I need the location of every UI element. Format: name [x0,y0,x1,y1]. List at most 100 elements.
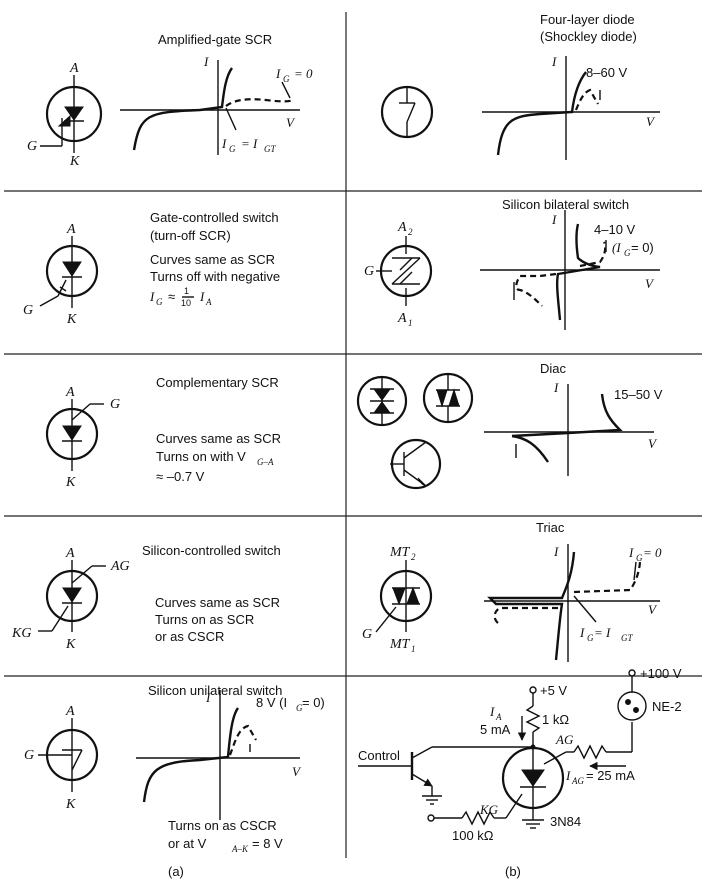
resistor-1k [525,705,541,733]
diac-symbol-a [356,375,408,427]
svg-text:4–10 V: 4–10 V [594,222,636,237]
svg-text:15–50 V: 15–50 V [614,387,663,402]
svg-text:1: 1 [184,286,189,296]
svg-text:A: A [69,61,79,76]
svg-text:= 0): = 0) [302,695,325,710]
svg-text:I: I [553,544,559,559]
svg-text:Complementary SCR: Complementary SCR [156,375,279,390]
svg-text:MT: MT [389,637,411,652]
svg-text:K: K [65,797,76,812]
svg-text:I: I [551,54,557,69]
svg-text:A–K: A–K [231,844,249,854]
silicon-unilateral-switch-iv-curve: I V 8 V (I G = 0) [136,690,325,820]
svg-text:G: G [156,297,163,307]
svg-text:I: I [199,289,205,304]
amplified-gate-scr-iv-curve: I V I G = 0 I G = I GT [120,54,313,155]
svg-text:I: I [579,625,585,640]
svg-text:V: V [645,276,655,291]
amplified-gate-scr-cell: Amplified-gate SCR A K G I V I G = 0 I [27,32,313,169]
supply-5v-terminal [529,686,537,694]
svg-text:G: G [229,144,236,154]
svg-text:GT: GT [621,633,633,643]
svg-text:1 kΩ: 1 kΩ [542,712,569,727]
svg-text:AG: AG [571,776,584,786]
svg-text:3N84: 3N84 [550,814,581,829]
svg-text:NE-2: NE-2 [652,699,682,714]
svg-text:1: 1 [411,644,416,654]
svg-text:K: K [65,637,76,652]
svg-text:I: I [221,136,227,151]
svg-text:(turn-off SCR): (turn-off SCR) [150,228,231,243]
svg-text:≈ –0.7 V: ≈ –0.7 V [156,469,205,484]
svg-text:MT: MT [389,545,411,560]
svg-text:= 0: = 0 [294,66,313,81]
svg-text:G: G [624,248,631,258]
svg-text:or at V: or at V [168,836,207,851]
svg-text:Four-layer diode: Four-layer diode [540,12,635,27]
svg-text:A: A [397,311,407,326]
svg-text:8–60 V: 8–60 V [586,65,628,80]
silicon-controlled-switch-cell: Silicon-controlled switch Curves same as… [11,543,281,652]
svg-text:K: K [69,154,80,169]
svg-text:G: G [587,633,594,643]
svg-text:5 mA: 5 mA [480,722,511,737]
svg-text:A: A [205,297,212,307]
svg-text:K: K [65,475,76,490]
caption-b: (b) [505,864,521,879]
svg-text:I: I [551,212,557,227]
diac-cell: Diac [356,361,663,490]
svg-text:≈: ≈ [168,289,175,304]
svg-text:I: I [489,704,495,719]
svg-text:= 25 mA: = 25 mA [586,768,635,783]
svg-text:G: G [283,74,290,84]
silicon-bilateral-switch-iv-curve: I V 4–10 V (I G = 0) [480,210,660,330]
scs-application-circuit: +5 V 1 kΩ I A 5 mA 3N84 AG I AG = 25 mA [358,666,682,843]
svg-text:G: G [27,139,37,154]
svg-text:(I: (I [612,240,621,255]
svg-text:Turns on as SCR: Turns on as SCR [155,612,254,627]
svg-text:A: A [397,220,407,235]
svg-text:(Shockley diode): (Shockley diode) [540,29,637,44]
svg-text:G: G [296,703,303,713]
svg-text:Control: Control [358,748,400,763]
svg-text:I: I [628,545,634,560]
silicon-unilateral-switch-symbol: A K G [24,704,99,812]
diac-iv-curve: I V 15–50 V [484,380,663,476]
svg-text:I: I [149,289,155,304]
svg-text:G: G [110,397,120,412]
svg-text:+5 V: +5 V [540,683,567,698]
svg-text:G–A: G–A [257,457,274,467]
silicon-bilateral-switch-symbol: A 2 A 1 G [364,220,433,328]
svg-text:Curves same as SCR: Curves same as SCR [150,252,275,267]
triac-iv-curve: I V I G = 0 I G = I GT [484,544,662,662]
svg-text:V: V [648,602,658,617]
supply-100v-terminal [628,669,636,677]
svg-text:I: I [203,54,209,69]
gate-controlled-switch-cell: Gate-controlled switch (turn-off SCR) Cu… [23,210,280,327]
four-layer-diode-symbol [380,85,434,139]
resistor-ag [573,744,607,760]
svg-text:+100 V: +100 V [640,666,682,681]
svg-text:= 0: = 0 [643,545,662,560]
svg-text:= 8 V: = 8 V [252,836,283,851]
silicon-unilateral-switch-cell: Silicon unilateral switch A K G I V 8 V … [24,683,325,854]
svg-text:Triac: Triac [536,520,565,535]
svg-text:Turns on with V: Turns on with V [156,449,246,464]
gate-controlled-switch-symbol: A K G [23,222,99,327]
svg-text:V: V [286,115,296,130]
svg-text:A: A [65,385,75,400]
svg-text:Turns off with negative: Turns off with negative [150,269,280,284]
amplified-gate-scr-symbol: A K G [27,61,103,169]
svg-text:V: V [648,436,658,451]
svg-text:= 0): = 0) [631,240,654,255]
svg-text:Gate-controlled switch: Gate-controlled switch [150,210,279,225]
svg-text:V: V [646,114,656,129]
svg-text:KG: KG [479,802,499,817]
caption-a: (a) [168,864,184,879]
svg-text:I: I [565,768,571,783]
svg-text:Silicon-controlled switch: Silicon-controlled switch [142,543,281,558]
svg-text:KG: KG [11,626,31,641]
resistor-100k [461,810,495,826]
svg-text:AG: AG [110,559,130,574]
